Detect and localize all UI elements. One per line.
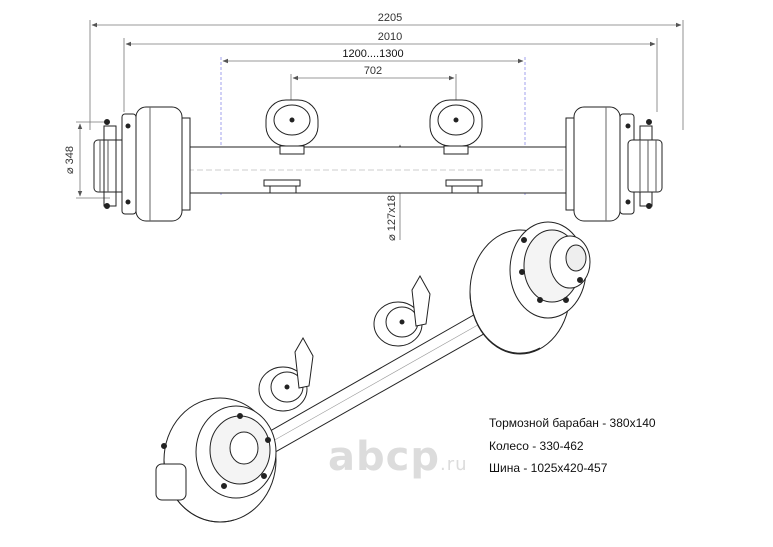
right-brake-chamber	[429, 99, 483, 155]
spec-tire: Шина - 1025x420-457	[489, 461, 608, 475]
right-hub	[565, 106, 663, 222]
iso-right-brake-chamber	[373, 274, 431, 347]
watermark-logo: abcp.ru	[328, 434, 468, 480]
isometric-view	[155, 221, 591, 523]
dim-pad-centers: 702	[364, 65, 382, 77]
svg-text:⌀ 127x18: ⌀ 127x18	[386, 195, 398, 241]
front-view	[93, 99, 663, 222]
dim-track-overall: 2205	[378, 12, 402, 24]
dim-spring-span: 2010	[378, 31, 402, 43]
left-brake-chamber	[265, 99, 319, 155]
iso-left-drum	[155, 397, 277, 523]
dim-drum-diameter: ⌀ 348	[64, 146, 76, 174]
left-hub	[93, 106, 191, 222]
spec-brake-drum: Тормозной барабан - 380x140	[489, 416, 656, 430]
dim-spring-centers: 1200....1300	[342, 48, 403, 60]
spring-seats	[263, 179, 483, 193]
dim-axle-beam: ⌀ 127x18	[386, 195, 398, 241]
svg-text:⌀ 348: ⌀ 348	[64, 146, 76, 174]
iso-left-brake-chamber	[258, 336, 314, 412]
iso-right-drum	[469, 221, 591, 355]
spec-wheel: Колесо - 330-462	[489, 439, 584, 453]
